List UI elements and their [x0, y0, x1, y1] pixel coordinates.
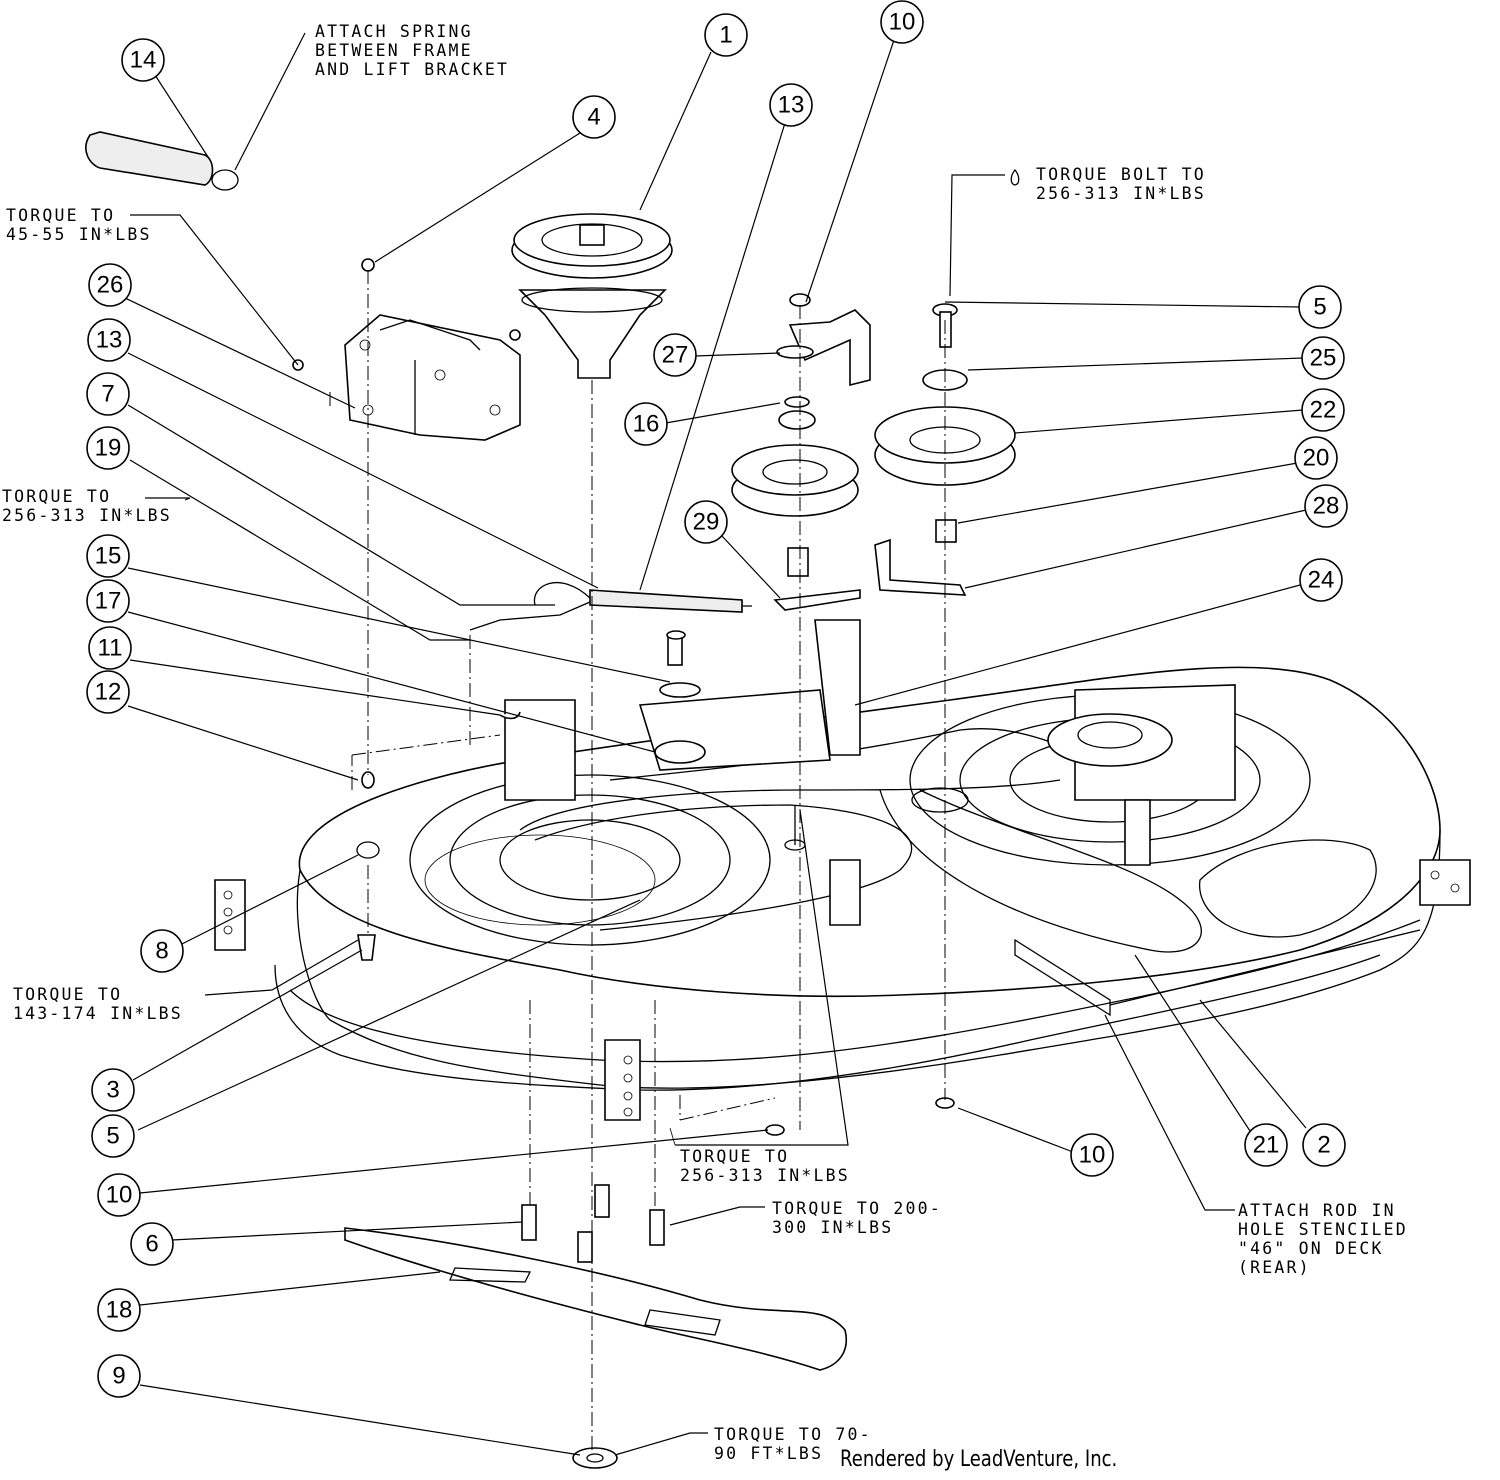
callout-24: 24 — [1299, 558, 1343, 602]
leader-lines — [124, 32, 1307, 1456]
svg-text:9: 9 — [112, 1363, 125, 1390]
svg-text:24: 24 — [1308, 567, 1335, 594]
idler-pulleys — [731, 293, 1016, 611]
mower-deck — [214, 619, 1471, 1121]
callout-5: 5 — [1298, 285, 1342, 329]
note-torque-256-left: TORQUE TO 256-313 IN*LBS — [2, 487, 172, 525]
svg-text:19: 19 — [95, 435, 122, 462]
svg-text:2: 2 — [1317, 1132, 1330, 1159]
note-torque-45-55: TORQUE TO 45-55 IN*LBS — [6, 206, 152, 244]
callout-6: 6 — [130, 1222, 174, 1266]
note-attach-spring: ATTACH SPRING BETWEEN FRAME AND LIFT BRA… — [315, 22, 510, 79]
callout-19: 19 — [86, 426, 130, 470]
svg-text:12: 12 — [95, 679, 122, 706]
svg-text:3: 3 — [106, 1077, 119, 1104]
callout-22: 22 — [1301, 388, 1345, 432]
callout-17: 17 — [86, 579, 130, 623]
spindle-assembly — [511, 213, 673, 379]
torque-marker-icon — [1010, 168, 1020, 186]
callout-11: 11 — [88, 626, 132, 670]
note-attach-rod: ATTACH ROD IN HOLE STENCILED "46" ON DEC… — [1238, 1201, 1408, 1277]
svg-text:27: 27 — [662, 342, 689, 369]
svg-text:16: 16 — [633, 411, 660, 438]
center-lines — [329, 270, 946, 1455]
svg-text:13: 13 — [778, 92, 805, 119]
svg-text:8: 8 — [155, 938, 168, 965]
callout-28: 28 — [1304, 484, 1348, 528]
svg-text:1: 1 — [719, 22, 732, 49]
callout-10: 10 — [97, 1173, 141, 1217]
svg-text:5: 5 — [106, 1123, 119, 1150]
callout-10: 10 — [1070, 1133, 1114, 1177]
callout-7: 7 — [86, 372, 130, 416]
callout-4: 4 — [572, 95, 616, 139]
svg-text:26: 26 — [97, 272, 124, 299]
callout-14: 14 — [121, 38, 165, 82]
callout-5: 5 — [91, 1114, 135, 1158]
svg-text:22: 22 — [1310, 397, 1337, 424]
callout-21: 21 — [1244, 1123, 1288, 1167]
callout-list: 1 10 13 4 14 26 13 7 19 15 17 11 12 5 25… — [86, 0, 1348, 1398]
note-torque-143-174: TORQUE TO 143-174 IN*LBS — [13, 985, 183, 1023]
callout-26: 26 — [88, 263, 132, 307]
svg-text:10: 10 — [889, 9, 916, 36]
svg-text:14: 14 — [130, 47, 157, 74]
callout-9: 9 — [97, 1354, 141, 1398]
callout-8: 8 — [140, 929, 184, 973]
svg-text:18: 18 — [106, 1297, 133, 1324]
svg-text:20: 20 — [1303, 445, 1330, 472]
svg-text:29: 29 — [693, 509, 720, 536]
note-torque-200-300: TORQUE TO 200- 300 IN*LBS — [772, 1199, 942, 1237]
callout-29: 29 — [684, 500, 728, 544]
callout-13: 13 — [769, 83, 813, 127]
note-torque-bolt: TORQUE BOLT TO 256-313 IN*LBS — [1036, 165, 1206, 203]
callout-18: 18 — [97, 1288, 141, 1332]
callout-3: 3 — [91, 1068, 135, 1112]
callout-13: 13 — [87, 318, 131, 362]
svg-text:11: 11 — [98, 635, 123, 662]
callout-16: 16 — [624, 402, 668, 446]
svg-text:4: 4 — [587, 104, 600, 131]
callout-27: 27 — [653, 333, 697, 377]
note-torque-256-bottom: TORQUE TO 256-313 IN*LBS — [680, 1147, 850, 1185]
belt-cover — [292, 258, 521, 441]
callout-10: 10 — [880, 0, 924, 44]
svg-text:10: 10 — [106, 1182, 133, 1209]
svg-text:13: 13 — [96, 327, 123, 354]
callout-2: 2 — [1302, 1123, 1346, 1167]
callout-15: 15 — [86, 534, 130, 578]
svg-text:28: 28 — [1313, 493, 1340, 520]
svg-text:7: 7 — [101, 381, 114, 408]
svg-text:25: 25 — [1310, 345, 1337, 372]
callout-20: 20 — [1294, 436, 1338, 480]
svg-text:5: 5 — [1313, 294, 1326, 321]
callout-1: 1 — [704, 13, 748, 57]
note-torque-70-90: TORQUE TO 70- 90 FT*LBS — [714, 1425, 872, 1463]
svg-text:15: 15 — [95, 543, 122, 570]
svg-text:17: 17 — [95, 588, 122, 615]
callout-12: 12 — [86, 670, 130, 714]
idler-spring — [469, 581, 752, 631]
lift-spring — [85, 131, 239, 191]
svg-text:21: 21 — [1253, 1132, 1280, 1159]
blade-hardware — [344, 934, 955, 1469]
svg-text:10: 10 — [1079, 1142, 1106, 1169]
idler-arm — [361, 630, 701, 789]
render-credit: Rendered by LeadVenture, Inc. — [840, 1447, 1118, 1472]
callout-25: 25 — [1301, 336, 1345, 380]
svg-text:6: 6 — [145, 1231, 158, 1258]
